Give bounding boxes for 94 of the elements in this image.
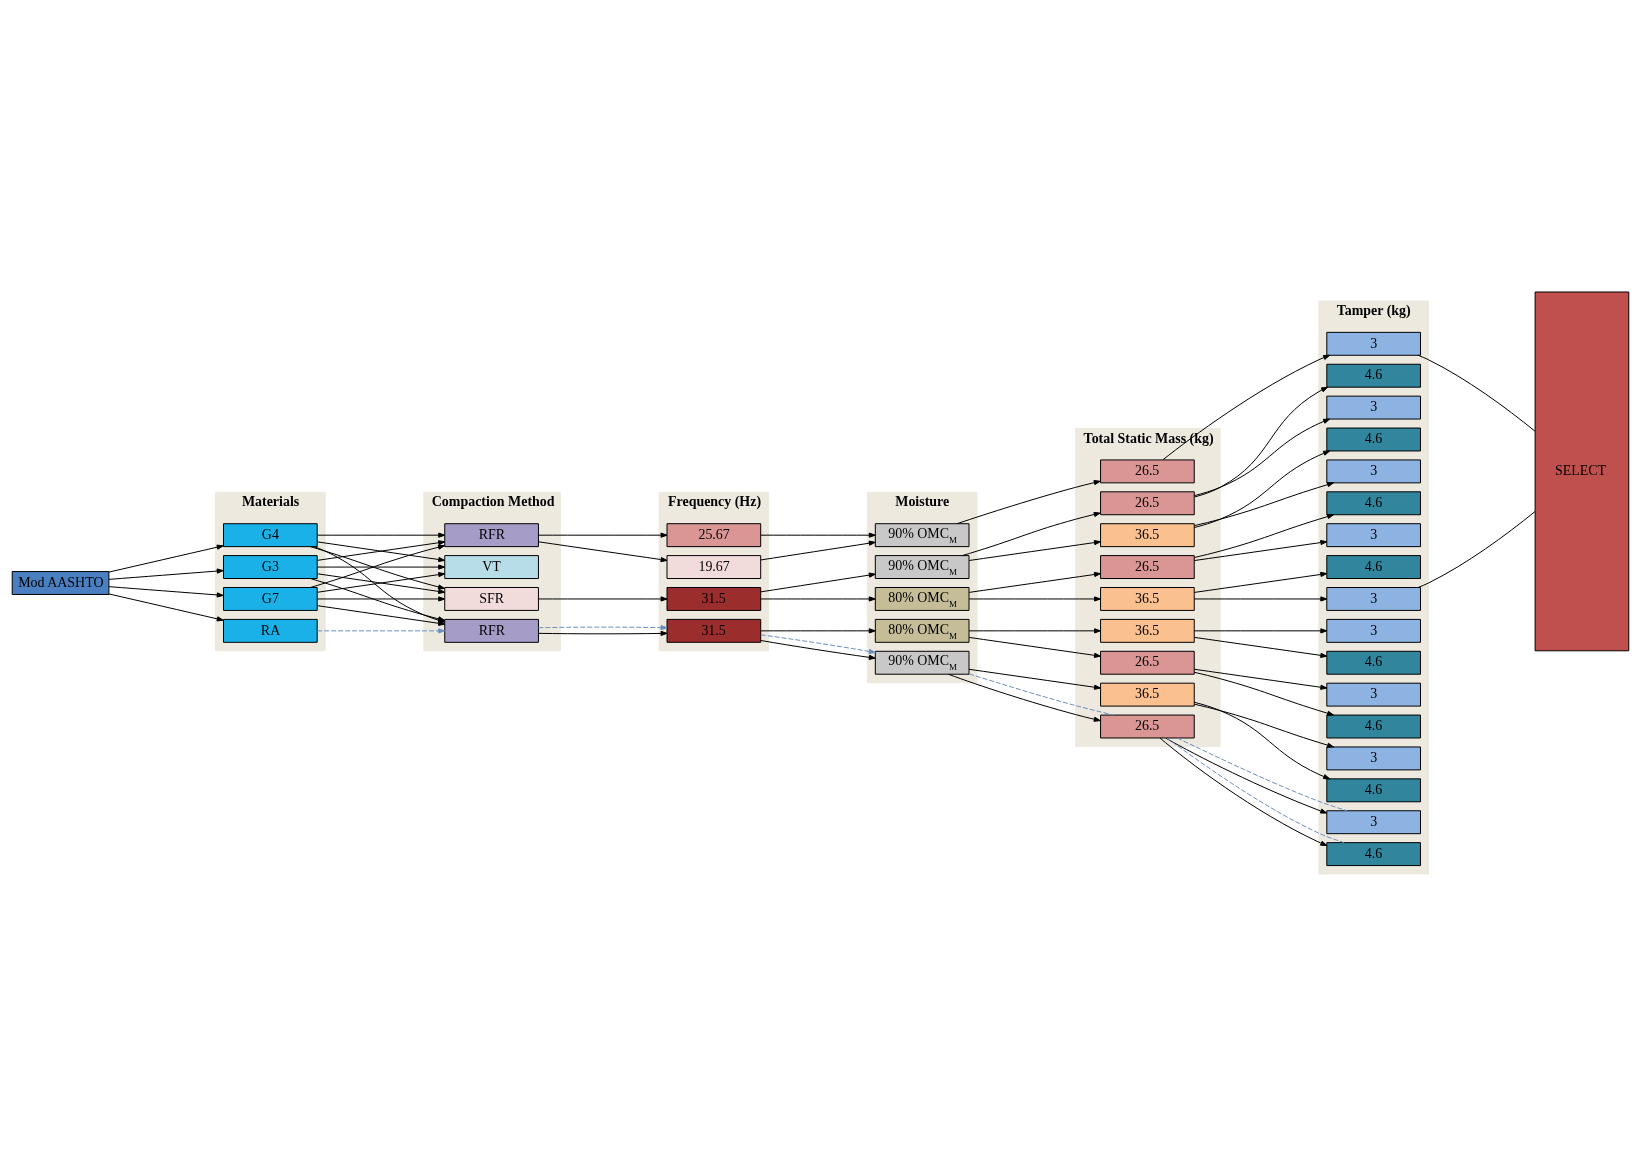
node-box: 4.6 [1326,427,1421,452]
node-box: 26.5 [1100,714,1195,739]
arrow [108,568,224,580]
arrow [1194,482,1334,527]
arrow [1193,628,1328,634]
node-box: 4.6 [1326,714,1421,739]
arrow [108,586,224,598]
arrow [760,640,876,660]
node-box: 3 [1326,810,1421,835]
node-box: 36.5 [1100,618,1195,643]
arrow [968,668,1101,690]
node-box: 31.5 [666,587,762,611]
arrow [1193,701,1331,780]
arrow [1162,354,1331,461]
arrow [316,628,446,634]
node-box: RFR [444,618,539,643]
node-box: 3 [1326,395,1421,420]
arrow [1193,539,1328,562]
node-box: G4 [223,523,318,548]
arrow [760,634,876,654]
arrow [968,596,1101,602]
arrow [1194,703,1334,748]
arrow [108,544,224,573]
node-box: 3 [1326,459,1421,484]
node-box: RFR [444,523,539,548]
node-box: 90% OMC$_{M}$ [874,650,970,675]
node-box: G3 [223,555,318,580]
arrow [1193,450,1331,528]
node-box: G7 [223,587,318,611]
node-box: SELECT [1534,291,1630,652]
arrow [1165,737,1328,814]
arrow [961,511,1101,557]
arrow [968,571,1101,593]
arrow [538,541,668,563]
arrow [1194,386,1329,498]
arrow [316,564,446,570]
node-box: 4.6 [1326,555,1421,580]
node-box: 36.5 [1100,587,1195,611]
node-box: 3 [1326,682,1421,707]
arrow [1194,513,1334,558]
node-box: RA [223,618,318,643]
arrow [760,540,876,561]
node-box: 4.6 [1326,842,1421,867]
arrow [1193,668,1328,690]
arrow [538,532,668,538]
node-box: 4.6 [1326,363,1421,388]
node-box: 25.67 [666,523,762,548]
node-box: 36.5 [1100,523,1195,548]
node-box: 4.6 [1326,650,1421,675]
node-box: 26.5 [1100,555,1195,580]
node-box: 3 [1326,746,1421,771]
node-box: 26.5 [1100,491,1195,516]
node-box: 80% OMC$_{M}$ [874,618,970,643]
node-box: 19.67 [666,555,762,580]
node-box: 3 [1326,618,1421,643]
arrow [1193,571,1328,593]
arrow [538,630,668,637]
node-box: 36.5 [1100,682,1195,707]
arrow [316,532,446,538]
node-box: 90% OMC$_{M}$ [874,523,970,548]
node-box: VT [444,555,539,580]
connector [1417,354,1536,432]
node-box: 26.5 [1100,459,1195,484]
arrow [1193,636,1328,658]
node-box: 90% OMC$_{M}$ [874,555,970,580]
connector [968,673,1114,716]
arrow [760,628,876,634]
arrow [760,572,876,593]
arrow [538,596,668,602]
arrow [760,532,876,538]
node-box: Mod AASHTO [11,571,110,595]
connector [1417,511,1536,588]
arrow [948,673,1101,722]
arrow [108,593,224,622]
node-box: 31.5 [666,618,762,643]
arrow [1194,671,1334,716]
node-box: 4.6 [1326,778,1421,803]
node-box: 3 [1326,587,1421,611]
arrow [1193,596,1328,602]
connector [1176,737,1348,812]
arrow [1193,418,1331,497]
node-box: SFR [444,587,539,611]
node-box: 4.6 [1326,491,1421,516]
node-box: 3 [1326,523,1421,548]
arrow [968,628,1101,634]
arrow [956,480,1101,525]
node-box: 26.5 [1100,650,1195,675]
arrow [968,540,1101,561]
node-box: 3 [1326,331,1421,356]
arrow [968,636,1101,658]
arrow [316,596,446,602]
node-box: 80% OMC$_{M}$ [874,587,970,611]
arrow [538,625,668,631]
arrow [760,596,876,602]
